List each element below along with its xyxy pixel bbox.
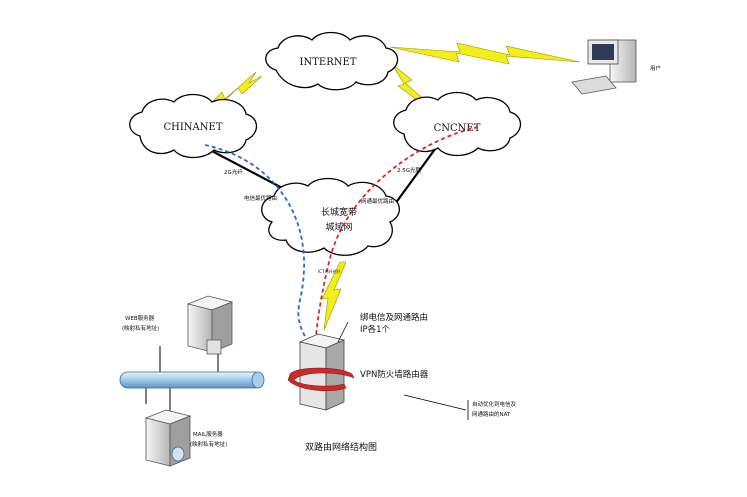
user-screen	[592, 44, 614, 60]
cloud-metro-label-2: 城域网	[325, 221, 352, 233]
web-server-label-1: WEB服务器	[125, 314, 155, 322]
web-server-label-2: (映射私有地址)	[122, 324, 159, 332]
router-bind-line-1: 绑电信及网通路由	[360, 312, 428, 323]
label-left-link: 2G光纤	[224, 168, 243, 176]
lightning-links	[202, 42, 581, 331]
routing-paths	[204, 126, 479, 339]
web-server-side	[211, 301, 233, 353]
label-telecom-route: 电信最优路由	[244, 194, 277, 202]
router-firewall-arrow	[287, 367, 355, 392]
web-server-accessory	[206, 339, 222, 355]
cloud-metro-shape	[261, 177, 400, 256]
mail-server-label-2: (映射私有地址)	[190, 440, 227, 448]
mail-server: MAIL服务器 (映射私有地址)	[144, 409, 227, 467]
user-keyboard	[571, 75, 617, 95]
nat-note-line-2: 网通路由的NAT	[472, 410, 511, 418]
netcom-route-path	[315, 126, 479, 337]
line-cncnet-metro	[394, 144, 439, 205]
cloud-metro: 长城宽带 城域网	[261, 177, 400, 256]
web-server: WEB服务器 (映射私有地址)	[122, 295, 234, 355]
user-computer: 用户	[571, 39, 661, 95]
router-side	[325, 339, 345, 411]
nat-note-line-1: 自动优化到电信及	[472, 400, 517, 408]
router-front	[299, 341, 327, 411]
bus-pipe	[119, 371, 263, 389]
telecom-route-path	[204, 144, 307, 339]
cloud-cncnet-shape	[393, 91, 522, 157]
cloud-cncnet-label: CNCNET	[434, 123, 481, 134]
router-bind-line-2: IP各1个	[360, 324, 391, 335]
mail-server-front	[145, 417, 171, 467]
lightning-metro-router	[321, 261, 347, 331]
user-label: 用户	[650, 64, 661, 72]
mail-server-label-1: MAIL服务器	[193, 430, 223, 438]
label-netcom-route: 网通最优路由	[361, 197, 394, 205]
router-label-pointer	[337, 321, 349, 343]
cloud-metro-label-1: 长城宽带	[321, 206, 357, 218]
diagram-caption: 双路由网络结构图	[305, 441, 377, 453]
router-name: VPN防火墙路由器	[360, 369, 429, 380]
nat-note: 自动优化到电信及 网通路由的NAT	[403, 394, 517, 420]
label-right-link: 2.5G光联	[397, 166, 422, 174]
lightning-internet-user	[389, 42, 581, 65]
cloud-internet-label: INTERNET	[300, 57, 357, 68]
cloud-chinanet-label: CHINANET	[163, 122, 222, 133]
cloud-cncnet: CNCNET	[393, 91, 522, 157]
cloud-internet-shape	[265, 31, 399, 91]
bus-pipe-end	[251, 371, 265, 389]
cloud-internet: INTERNET	[265, 31, 399, 91]
label-fiber: ICT光纤光纤	[318, 268, 340, 274]
cloud-chinanet-shape	[129, 93, 258, 159]
nat-note-pointer	[403, 394, 467, 411]
lan-bus	[119, 346, 265, 412]
cloud-chinanet: CHINANET	[129, 93, 258, 159]
vpn-firewall-router: 绑电信及网通路由 IP各1个 VPN防火墙路由器	[287, 312, 429, 411]
mail-server-disk	[171, 446, 185, 462]
